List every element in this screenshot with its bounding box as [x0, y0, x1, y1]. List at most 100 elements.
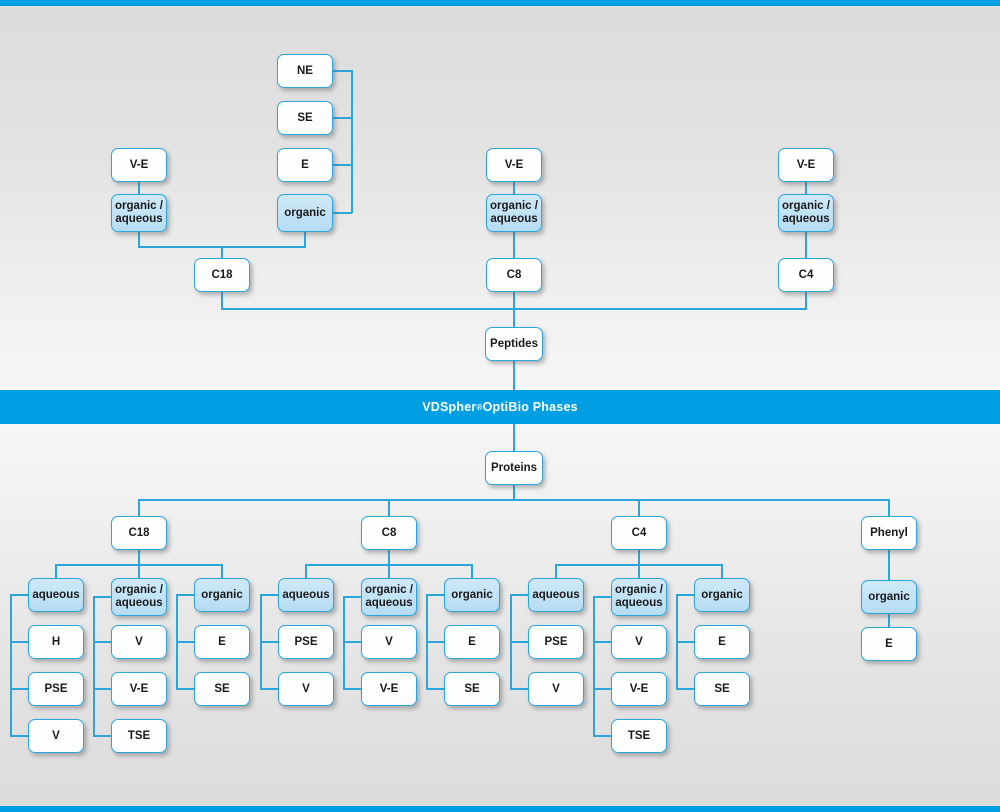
chain-stem-a-1	[513, 182, 515, 194]
phase-stem-1	[513, 292, 515, 308]
peptides-c18-ve[interactable]: V-E	[111, 148, 167, 182]
proteins-c8-organic-child-se[interactable]: SE	[444, 672, 500, 706]
peptides-c18-mode-organic[interactable]: organic	[277, 194, 333, 232]
child-tap-0-2-1	[176, 688, 194, 690]
proteins-c8-organic-aqueous-child-v[interactable]: V	[361, 625, 417, 659]
child-tap-0-2-0	[176, 641, 194, 643]
banner-product: OptiBio Phases	[482, 400, 578, 414]
peptides-c8-ve[interactable]: V-E	[486, 148, 542, 182]
proteins-c4-organic-aqueous-child-v[interactable]: V	[611, 625, 667, 659]
child-tap-2-0-0	[510, 641, 528, 643]
bottom-accent-bar	[0, 806, 1000, 812]
proteins-root-stem	[513, 485, 515, 499]
phase-stem-2	[805, 292, 807, 308]
proteins-phase-c18[interactable]: C18	[111, 516, 167, 550]
mode-stem-0-2	[221, 564, 223, 578]
c18-up-stem	[221, 246, 223, 258]
proteins-c18-aqueous-child-v[interactable]: V	[28, 719, 84, 753]
organic-child-tap-1	[333, 117, 352, 119]
mode-tap-1-0	[260, 594, 278, 596]
proteins-c4-mode-organic-aqueous[interactable]: organic / aqueous	[611, 578, 667, 616]
mode-tap-2-1	[593, 596, 611, 598]
c18-oa-down	[138, 232, 140, 246]
proteins-phase-c8[interactable]: C8	[361, 516, 417, 550]
proteins-c8-organic-child-e[interactable]: E	[444, 625, 500, 659]
child-tap-2-2-0	[676, 641, 694, 643]
child-bus-0-0	[10, 594, 12, 735]
mode-tap-0-1	[93, 596, 111, 598]
proteins-c18-organic-child-se[interactable]: SE	[194, 672, 250, 706]
organic-child-tap-0	[333, 70, 352, 72]
proteins-c8-mode-aqueous[interactable]: aqueous	[278, 578, 334, 612]
proteins-c18-organic-child-e[interactable]: E	[194, 625, 250, 659]
child-tap-2-0-1	[510, 688, 528, 690]
mode-stem-1-0	[305, 564, 307, 578]
peptides-c8-mode-organic-aqueous[interactable]: organic / aqueous	[486, 194, 542, 232]
proteins-c4-mode-aqueous[interactable]: aqueous	[528, 578, 584, 612]
child-tap-1-1-0	[343, 641, 361, 643]
child-tap-1-0-0	[260, 641, 278, 643]
proteins-phenyl-mode-organic[interactable]: organic	[861, 580, 917, 614]
proteins-phase-c4[interactable]: C4	[611, 516, 667, 550]
mode-tap-1-2	[426, 594, 444, 596]
proteins-c4-aqueous-child-v[interactable]: V	[528, 672, 584, 706]
mode-stem-2-0	[555, 564, 557, 578]
proteins-c4-mode-organic[interactable]: organic	[694, 578, 750, 612]
c18-oa-child-stem	[138, 182, 140, 194]
phenyl-stem-1	[888, 550, 890, 580]
mode-tap-0-0	[10, 594, 28, 596]
peptides-c18-organic-child-se[interactable]: SE	[277, 101, 333, 135]
child-bus-1-0	[260, 594, 262, 688]
mode-tap-0-2	[176, 594, 194, 596]
proteins-c18-organic-aqueous-child-tse[interactable]: TSE	[111, 719, 167, 753]
peptides-phase-c8[interactable]: C8	[486, 258, 542, 292]
child-tap-1-1-1	[343, 688, 361, 690]
child-bus-2-0	[510, 594, 512, 688]
child-bus-2-2	[676, 594, 678, 688]
c18-org-down	[304, 232, 306, 246]
proteins-c18-mode-organic-aqueous[interactable]: organic / aqueous	[111, 578, 167, 616]
organic-bus	[351, 70, 353, 213]
child-tap-2-1-2	[593, 735, 611, 737]
proteins-c18-organic-aqueous-child-v[interactable]: V	[111, 625, 167, 659]
proteins-c8-aqueous-child-pse[interactable]: PSE	[278, 625, 334, 659]
proteins-phase-phenyl[interactable]: Phenyl	[861, 516, 917, 550]
banner-brand: VDSpher	[422, 400, 477, 414]
proteins-root-box[interactable]: Proteins	[485, 451, 543, 485]
proteins-c4-aqueous-child-pse[interactable]: PSE	[528, 625, 584, 659]
peptides-phase-c4[interactable]: C4	[778, 258, 834, 292]
mode-stem-2-2	[721, 564, 723, 578]
proteins-c8-aqueous-child-v[interactable]: V	[278, 672, 334, 706]
mode-stem-1-1	[388, 564, 390, 578]
proteins-c4-organic-aqueous-child-v-e[interactable]: V-E	[611, 672, 667, 706]
proteins-phase-stem-1	[388, 499, 390, 516]
proteins-c4-organic-child-e[interactable]: E	[694, 625, 750, 659]
mode-tap-2-0	[510, 594, 528, 596]
proteins-c4-organic-child-se[interactable]: SE	[694, 672, 750, 706]
proteins-c18-mode-aqueous[interactable]: aqueous	[28, 578, 84, 612]
peptides-c18-organic-child-ne[interactable]: NE	[277, 54, 333, 88]
chain-stem-a-2	[805, 182, 807, 194]
child-tap-0-0-0	[10, 641, 28, 643]
peptides-root-stem	[513, 308, 515, 327]
peptides-c18-mode-organic-aqueous[interactable]: organic / aqueous	[111, 194, 167, 232]
peptides-phase-c18[interactable]: C18	[194, 258, 250, 292]
proteins-c18-aqueous-child-h[interactable]: H	[28, 625, 84, 659]
phenyl-stem-2	[888, 614, 890, 627]
proteins-c8-organic-aqueous-child-v-e[interactable]: V-E	[361, 672, 417, 706]
proteins-c18-mode-organic[interactable]: organic	[194, 578, 250, 612]
peptides-c4-ve[interactable]: V-E	[778, 148, 834, 182]
phase-stem-0	[221, 292, 223, 308]
fan-stem-0	[138, 550, 140, 564]
proteins-phase-stem-0	[138, 499, 140, 516]
peptides-root-box[interactable]: Peptides	[485, 327, 543, 361]
peptides-c4-mode-organic-aqueous[interactable]: organic / aqueous	[778, 194, 834, 232]
child-bus-1-1	[343, 596, 345, 688]
proteins-c8-mode-organic[interactable]: organic	[444, 578, 500, 612]
proteins-c8-mode-organic-aqueous[interactable]: organic / aqueous	[361, 578, 417, 616]
proteins-phenyl-child-e[interactable]: E	[861, 627, 917, 661]
proteins-c18-aqueous-child-pse[interactable]: PSE	[28, 672, 84, 706]
peptides-c18-organic-child-e[interactable]: E	[277, 148, 333, 182]
proteins-c4-organic-aqueous-child-tse[interactable]: TSE	[611, 719, 667, 753]
proteins-c18-organic-aqueous-child-v-e[interactable]: V-E	[111, 672, 167, 706]
